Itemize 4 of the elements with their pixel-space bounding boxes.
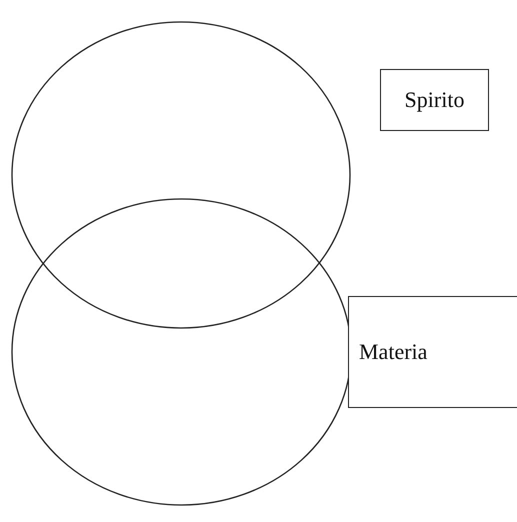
label-box	[380, 69, 489, 131]
label-box	[348, 296, 517, 408]
box-label: Spirito	[404, 87, 464, 113]
box-label: Materia	[359, 339, 428, 365]
